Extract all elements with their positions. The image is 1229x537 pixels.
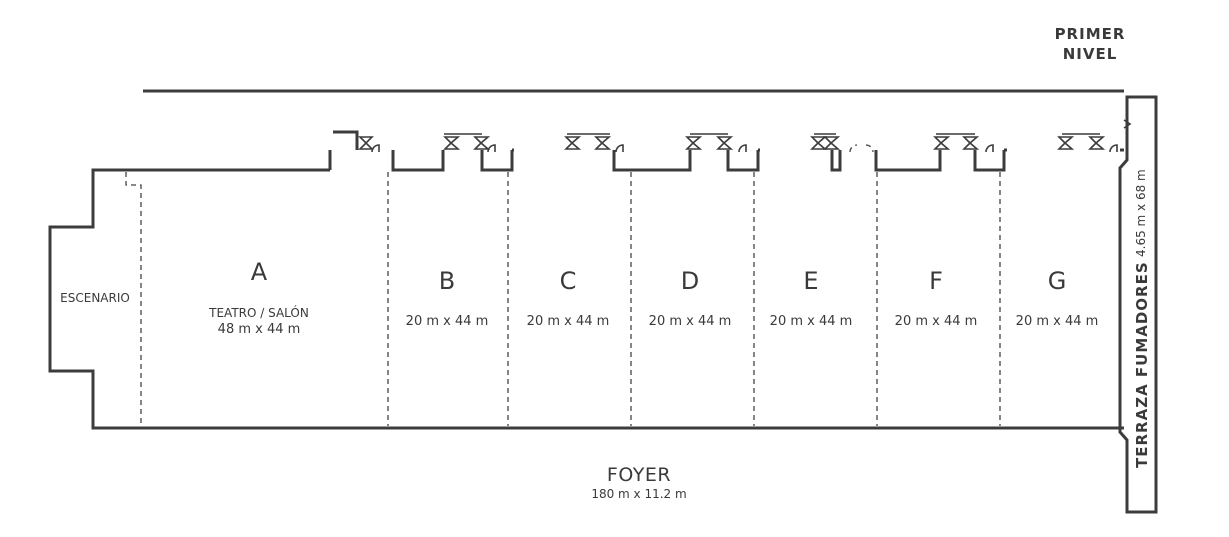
room-c-letter: C [559, 267, 577, 295]
level-title-line2: NIVEL [1062, 45, 1118, 63]
stage-boundary [125, 172, 142, 426]
room-d-letter: D [680, 267, 700, 295]
hall-outline [48, 168, 1124, 430]
foyer-label: FOYER [606, 464, 672, 486]
level-title-line1: PRIMER [1054, 25, 1126, 43]
room-c-dimensions: 20 m x 44 m [526, 314, 610, 329]
level-title: PRIMER NIVEL [1040, 24, 1140, 64]
door-symbols [358, 119, 1132, 153]
room-b-letter: B [438, 267, 456, 295]
room-f-letter: F [929, 267, 943, 295]
room-dividers [387, 172, 1001, 426]
room-f-dimensions: 20 m x 44 m [894, 314, 978, 329]
room-a-letter: A [250, 258, 268, 286]
room-top-walls [328, 130, 1124, 172]
terrace-label: TERRAZA FUMADORES [1133, 261, 1151, 468]
room-g-dimensions: 20 m x 44 m [1015, 314, 1099, 329]
room-b-dimensions: 20 m x 44 m [405, 314, 489, 329]
terrace-outline [1118, 95, 1158, 514]
room-e-dimensions: 20 m x 44 m [769, 314, 853, 329]
room-a-subtitle: TEATRO / SALÓN [209, 306, 309, 320]
room-e-letter: E [803, 267, 819, 295]
room-g-letter: G [1047, 267, 1067, 295]
room-a-dimensions: 48 m x 44 m [217, 322, 301, 337]
terrace-dimensions: 4.65 m x 68 m [1134, 169, 1148, 257]
stage-label: ESCENARIO [60, 291, 130, 305]
room-d-dimensions: 20 m x 44 m [648, 314, 732, 329]
foyer-dimensions: 180 m x 11.2 m [591, 487, 687, 501]
